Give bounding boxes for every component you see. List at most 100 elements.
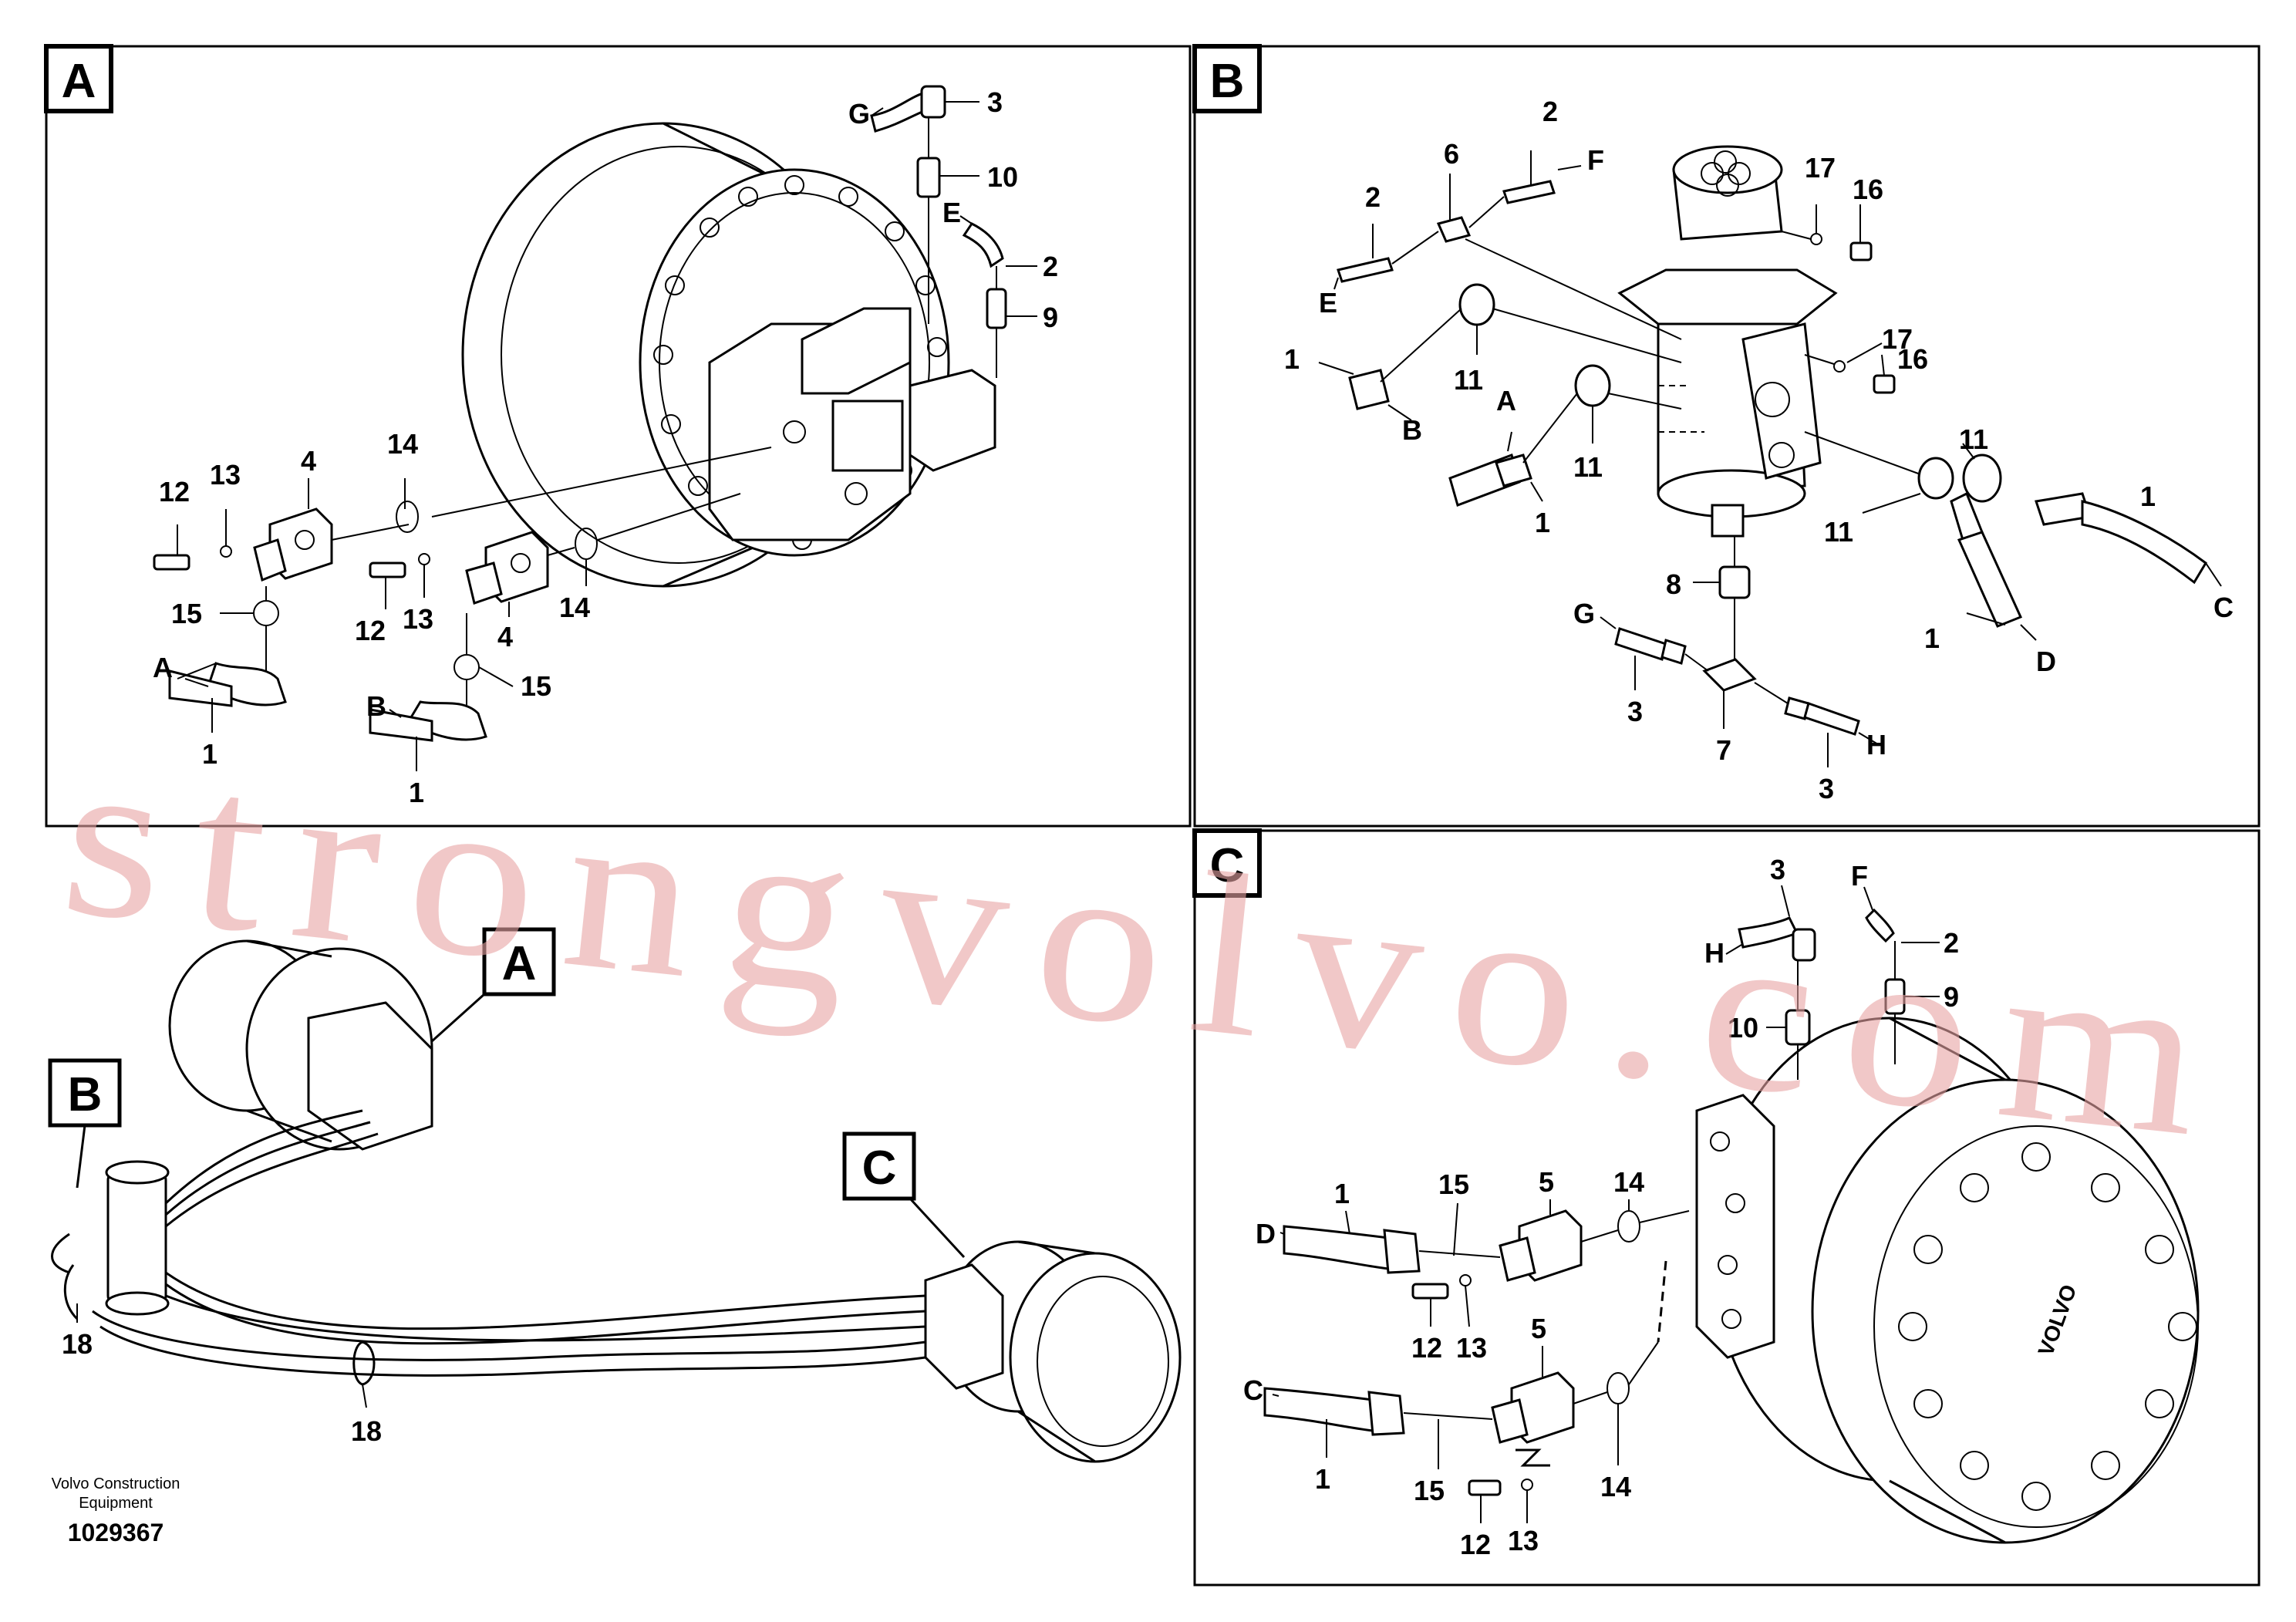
label-f: F: [1851, 860, 1868, 892]
callout-10: 10: [987, 161, 1018, 193]
callout-14: 14: [559, 592, 590, 623]
callout-2: 2: [1542, 96, 1558, 127]
callout-13: 13: [1508, 1525, 1539, 1556]
callout-12: 12: [1460, 1529, 1491, 1560]
callout-6: 6: [1444, 138, 1459, 170]
panel-a-leaders: [177, 101, 1037, 771]
callout-1: 1: [2140, 481, 2156, 512]
overview-letter-b: B: [68, 1068, 103, 1121]
callout-9: 9: [1944, 981, 1959, 1013]
callout-16: 16: [1853, 174, 1883, 205]
callout-4: 4: [497, 621, 513, 653]
callout-17: 17: [1882, 323, 1913, 355]
callout-11: 11: [1959, 423, 1988, 455]
callout-2: 2: [1043, 251, 1058, 282]
overview-leaders: [76, 1303, 367, 1408]
panel-c-labels: 3 H F 2 10 9 1 15 5 14 D 12 13 5 C 1 15 …: [1243, 854, 1959, 1560]
panel-a-flange-upper: [153, 447, 772, 707]
callout-1: 1: [409, 777, 424, 808]
callout-18: 18: [62, 1328, 93, 1360]
overview-callout-b: B: [48, 1058, 122, 1189]
label-g: G: [848, 98, 870, 130]
callout-17: 17: [1805, 152, 1836, 184]
callout-3: 3: [1770, 854, 1785, 885]
callout-8: 8: [1666, 568, 1681, 600]
callout-15: 15: [521, 670, 551, 702]
label-e: E: [942, 197, 961, 228]
callout-16: 16: [1897, 343, 1928, 375]
callout-5: 5: [1531, 1313, 1546, 1344]
callout-14: 14: [387, 428, 418, 460]
label-g: G: [1573, 598, 1595, 629]
callout-15: 15: [171, 598, 202, 629]
callout-15: 15: [1438, 1168, 1469, 1200]
callout-15: 15: [1414, 1475, 1445, 1506]
panel-b-letter: B: [1210, 55, 1245, 108]
panel-a-hose-g: [870, 85, 946, 324]
callout-2: 2: [1944, 927, 1959, 959]
panel-b-labels: 2 F 6 2 E 17 16 1 B 11 A 11 1 17 16 11 1…: [1284, 96, 2234, 804]
panel-a-travel-motor: [461, 122, 996, 588]
label-b: B: [1402, 414, 1422, 446]
callout-18: 18: [351, 1415, 382, 1447]
panel-b-letter-box: B: [1192, 44, 1262, 113]
callout-9: 9: [1043, 302, 1058, 333]
panel-c-fittings: [1263, 908, 1906, 1496]
callout-1: 1: [1284, 343, 1300, 375]
overview-callout-a: A: [430, 927, 556, 1043]
panel-b-leaders: [1318, 150, 2222, 767]
callout-13: 13: [210, 459, 241, 491]
callout-3: 3: [1819, 773, 1834, 804]
panel-b-frame: [1193, 45, 2261, 828]
callout-1: 1: [1535, 507, 1550, 538]
label-a: A: [1496, 385, 1516, 416]
callout-11: 11: [1824, 516, 1853, 548]
callout-4: 4: [301, 445, 316, 477]
panel-b-swivel-joint: [1617, 145, 1838, 538]
label-b: B: [366, 690, 386, 722]
callout-2: 2: [1365, 181, 1381, 213]
callout-7: 7: [1716, 734, 1731, 766]
panel-a-labels: G 3 10 E 2 9 4 14 12 13 15 A 1 12 13 4 1…: [153, 86, 1058, 808]
overview-callout-c: C: [842, 1131, 966, 1259]
label-d: D: [2036, 646, 2056, 677]
panel-a-flange-lower: [369, 493, 741, 742]
panel-a-hose-e: [962, 222, 1007, 378]
callout-3: 3: [1627, 696, 1643, 727]
overview-letter-c: C: [862, 1141, 897, 1195]
callout-14: 14: [1600, 1471, 1631, 1502]
callout-11: 11: [1454, 364, 1483, 396]
callout-1: 1: [1334, 1178, 1350, 1209]
drawing-number: 1029367: [68, 1519, 164, 1546]
callout-1: 1: [202, 738, 217, 770]
overview-assembly: [51, 939, 1182, 1463]
label-d: D: [1256, 1218, 1276, 1249]
panel-c-letter-box: C: [1192, 828, 1262, 898]
callout-3: 3: [987, 86, 1003, 118]
label-f: F: [1587, 144, 1604, 176]
overview-letter-a: A: [502, 937, 537, 990]
panel-c-letter: C: [1210, 839, 1245, 892]
callout-5: 5: [1539, 1166, 1554, 1198]
label-c: C: [2213, 592, 2234, 623]
callout-11: 11: [1573, 451, 1603, 483]
callout-10: 10: [1728, 1012, 1758, 1044]
footer-line-1: Volvo Construction: [52, 1475, 180, 1492]
panel-c-frame: [1193, 829, 2261, 1587]
callout-1: 1: [1924, 622, 1940, 654]
label-a: A: [153, 652, 173, 683]
panel-a-letter-box: A: [44, 44, 113, 113]
label-h: H: [1866, 729, 1886, 760]
label-h: H: [1704, 937, 1725, 969]
callout-12: 12: [1411, 1332, 1442, 1364]
callout-1: 1: [1315, 1463, 1330, 1495]
label-e: E: [1319, 287, 1337, 319]
footer-line-2: Equipment: [79, 1495, 153, 1512]
panel-c-leaders: [1272, 885, 1940, 1523]
panel-a-letter: A: [62, 55, 96, 108]
label-c: C: [1243, 1374, 1263, 1406]
callout-13: 13: [403, 603, 433, 635]
panel-c-travel-motor: VOLVO: [1657, 1017, 2200, 1544]
callout-13: 13: [1456, 1332, 1487, 1364]
